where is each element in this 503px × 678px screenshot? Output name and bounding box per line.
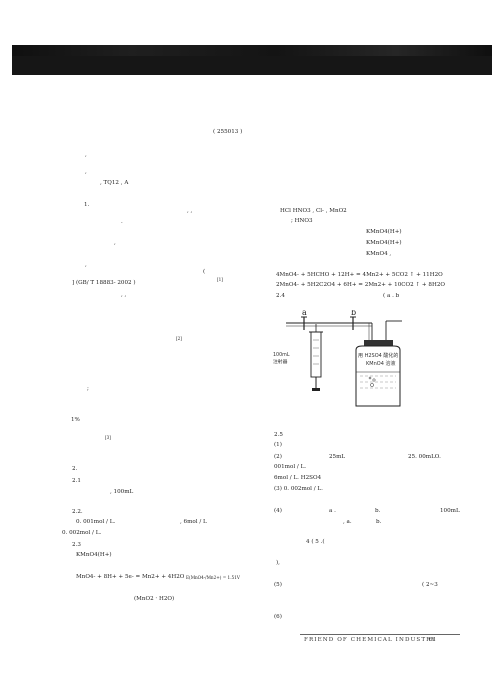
- citation-marker: [2]: [176, 336, 182, 341]
- subsection-heading: 2.3: [72, 542, 81, 548]
- subsection-heading: 2.5: [274, 432, 283, 438]
- section-heading: 1.: [84, 202, 90, 208]
- banner-gradient-band: [12, 45, 492, 56]
- section-heading: 2.: [72, 466, 78, 472]
- step-label: (5): [274, 582, 282, 588]
- label-b: b: [351, 310, 356, 317]
- text-line: , ,: [121, 292, 127, 298]
- text-line: , ,: [187, 208, 193, 214]
- text-line: ( 2~3: [422, 582, 438, 588]
- standard-reference: ] (GB/ T 18883- 2002 ): [72, 280, 136, 286]
- text-line: ,: [85, 169, 87, 175]
- text-line: b.: [375, 508, 381, 514]
- classification-line: , TQ12 , A: [100, 180, 129, 186]
- text-line: 001mol / L.: [274, 464, 307, 470]
- reagent-line: 0. 001mol / L.: [76, 519, 116, 525]
- text-line: , 100mL: [110, 489, 134, 495]
- formula-line: KMnO4 ,: [366, 251, 392, 257]
- text-line: , a.: [343, 519, 352, 525]
- reagent-line: 0. 002mol / L.: [62, 530, 102, 536]
- text-line: ; HNO3: [291, 218, 313, 224]
- subsection-heading: 2.2.: [72, 509, 83, 515]
- syringe-label-volume: 100mL: [273, 352, 290, 358]
- text-line: 4 ( 5 .(: [306, 539, 325, 545]
- bottle-stopper: [364, 340, 393, 346]
- text-line: a .: [329, 508, 336, 514]
- text-line: ( a . b: [383, 293, 400, 299]
- subsection-heading: 2.4: [276, 293, 285, 299]
- apparatus-figure: a b 100mL 注射器 用 H2SO4 酸化的 KMnO4 溶液: [268, 308, 416, 410]
- text-line: 25mL: [329, 454, 346, 460]
- apparatus-diagram: a b 100mL 注射器 用 H2SO4 酸化的 KMnO4 溶液: [273, 308, 402, 407]
- citation-marker: [1]: [217, 277, 223, 282]
- syringe-label-name: 注射器: [273, 358, 288, 365]
- step-label: (3) 0. 002mol / L.: [274, 486, 323, 492]
- text-line: b.: [376, 519, 382, 525]
- reagent-line: , 6mol / L: [180, 519, 207, 525]
- subsection-heading: 2.1: [72, 478, 81, 484]
- text-line: 1%: [71, 417, 80, 423]
- text-line: 6mol / L. H2SO4: [274, 475, 322, 481]
- formula-line: KMnO4(H+): [366, 229, 402, 235]
- step-label: (4): [274, 508, 282, 514]
- formula-line: KMnO4(H+): [76, 552, 112, 558]
- reaction-equation-1: 4MnO4- + 5HCHO + 12H+ = 4Mn2+ + 5CO2 ↑ +…: [276, 272, 443, 278]
- text-line: ,: [114, 240, 116, 246]
- text-line: ,: [85, 152, 87, 158]
- syringe: [309, 331, 323, 391]
- affiliation-code: ( 255013 ): [213, 129, 243, 135]
- reaction-equation-2: 2MnO4- + 5H2C2O4 + 6H+ = 2Mn2+ + 10CO2 ↑…: [276, 282, 445, 288]
- text-line: (: [203, 269, 206, 275]
- formula-line: (MnO2 · H2O): [134, 596, 175, 602]
- page-number: 61: [429, 637, 437, 643]
- half-reaction-equation: MnO4- + 8H+ + 5e- = Mn2+ + 4H2O: [76, 574, 185, 580]
- header-banner: [12, 45, 492, 75]
- text-line: HCl HNO3 , Cl- , MnO2: [280, 208, 347, 214]
- gas-washing-bottle: [355, 340, 401, 407]
- step-label: (1): [274, 442, 282, 448]
- footer-rule: [300, 634, 460, 635]
- flask-label-line1: 用 H2SO4 酸化的: [358, 352, 398, 359]
- standard-potential: E(MnO4-/Mn2+) = 1.51V: [186, 575, 240, 580]
- formula-line: KMnO4(H+): [366, 240, 402, 246]
- text-line: 100mL: [440, 508, 460, 514]
- flask-label-line2: KMnO4 溶液: [366, 360, 395, 367]
- text-line: 25. 00mLO.: [408, 454, 441, 460]
- citation-marker: [3]: [105, 435, 111, 440]
- text-line: ),: [276, 560, 280, 566]
- step-label: (2): [274, 454, 282, 460]
- step-label: (6): [274, 614, 282, 620]
- journal-name: FRIEND OF CHEMICAL INDUSTRY: [304, 637, 437, 643]
- text-line: .: [121, 219, 123, 225]
- label-a: a: [302, 310, 307, 317]
- text-line: ,: [85, 262, 87, 268]
- text-line: ;: [87, 386, 89, 392]
